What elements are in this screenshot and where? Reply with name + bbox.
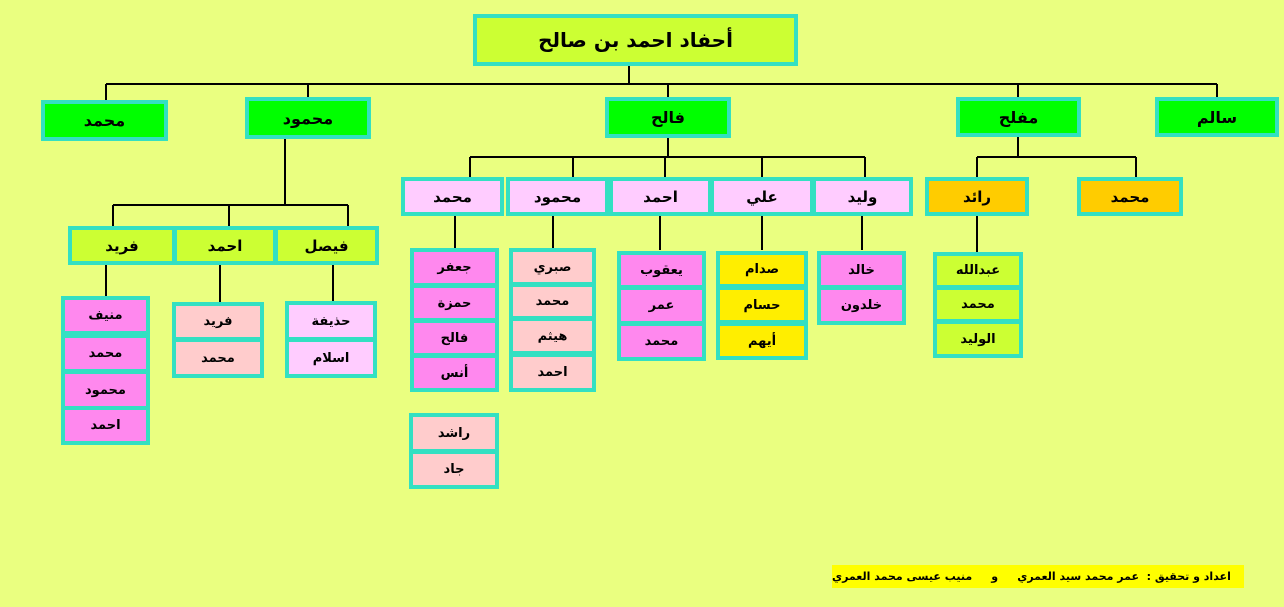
faleh-child-waleed: وليد — [812, 177, 913, 216]
ahmed2-child: محمد — [172, 338, 264, 378]
credit-note: اعداد و تحقيق : عمر محمد سيد العمري و من… — [832, 565, 1244, 588]
raed-child: عبدالله — [933, 252, 1023, 289]
fareed-child: محمد — [61, 334, 150, 373]
ali-child: حسام — [716, 286, 808, 324]
mohammed-child-extra: راشد — [409, 413, 499, 453]
waleed-child: خالد — [817, 251, 906, 289]
son-salem: سالم — [1155, 97, 1279, 137]
fareed-child: احمد — [61, 406, 150, 445]
mahmoud-son-child-faisal: فيصل — [274, 226, 379, 265]
faleh-child-mohammed: محمد — [401, 177, 504, 216]
mahmoud-child: احمد — [509, 353, 596, 392]
mohammed-child: جعفر — [410, 248, 499, 287]
ahmed-child: محمد — [617, 322, 706, 361]
mohammed-child-extra: جاد — [409, 450, 499, 489]
ahmed-child: يعقوب — [617, 251, 706, 289]
mofleh-child-mohammed: محمد — [1077, 177, 1183, 216]
tree-title: أحفاد احمد بن صالح — [473, 14, 798, 66]
fareed-child: محمود — [61, 370, 150, 410]
ali-child: صدام — [716, 251, 808, 288]
ahmed2-child: فريد — [172, 302, 264, 341]
mahmoud-son-child-fareed: فريد — [68, 226, 176, 265]
mohammed-child: حمزة — [410, 284, 499, 322]
mohammed-child: فالح — [410, 319, 499, 357]
raed-child: الوليد — [933, 320, 1023, 358]
mohammed-child: أنس — [410, 354, 499, 392]
ahmed-child: عمر — [617, 286, 706, 325]
son-mofleh: مفلح — [956, 97, 1081, 137]
mahmoud-child: صبري — [509, 248, 596, 286]
raed-child: محمد — [933, 286, 1023, 323]
faleh-child-ali: علي — [710, 177, 814, 216]
faisal-child: حذيفة — [285, 301, 377, 341]
son-mohammed: محمد — [41, 100, 168, 141]
faisal-child: اسلام — [285, 338, 377, 378]
mahmoud-child: محمد — [509, 283, 596, 320]
ali-child: أيهم — [716, 322, 808, 360]
mofleh-child-raed: رائد — [925, 177, 1029, 216]
fareed-child: منيف — [61, 296, 150, 335]
waleed-child: خلدون — [817, 286, 906, 325]
son-mahmoud: محمود — [245, 97, 371, 139]
mahmoud-child: هيثم — [509, 317, 596, 355]
faleh-child-mahmoud: محمود — [506, 177, 609, 216]
mahmoud-son-child-ahmed: احمد — [173, 226, 277, 265]
son-faleh: فالح — [605, 97, 731, 138]
faleh-child-ahmed: احمد — [609, 177, 712, 216]
